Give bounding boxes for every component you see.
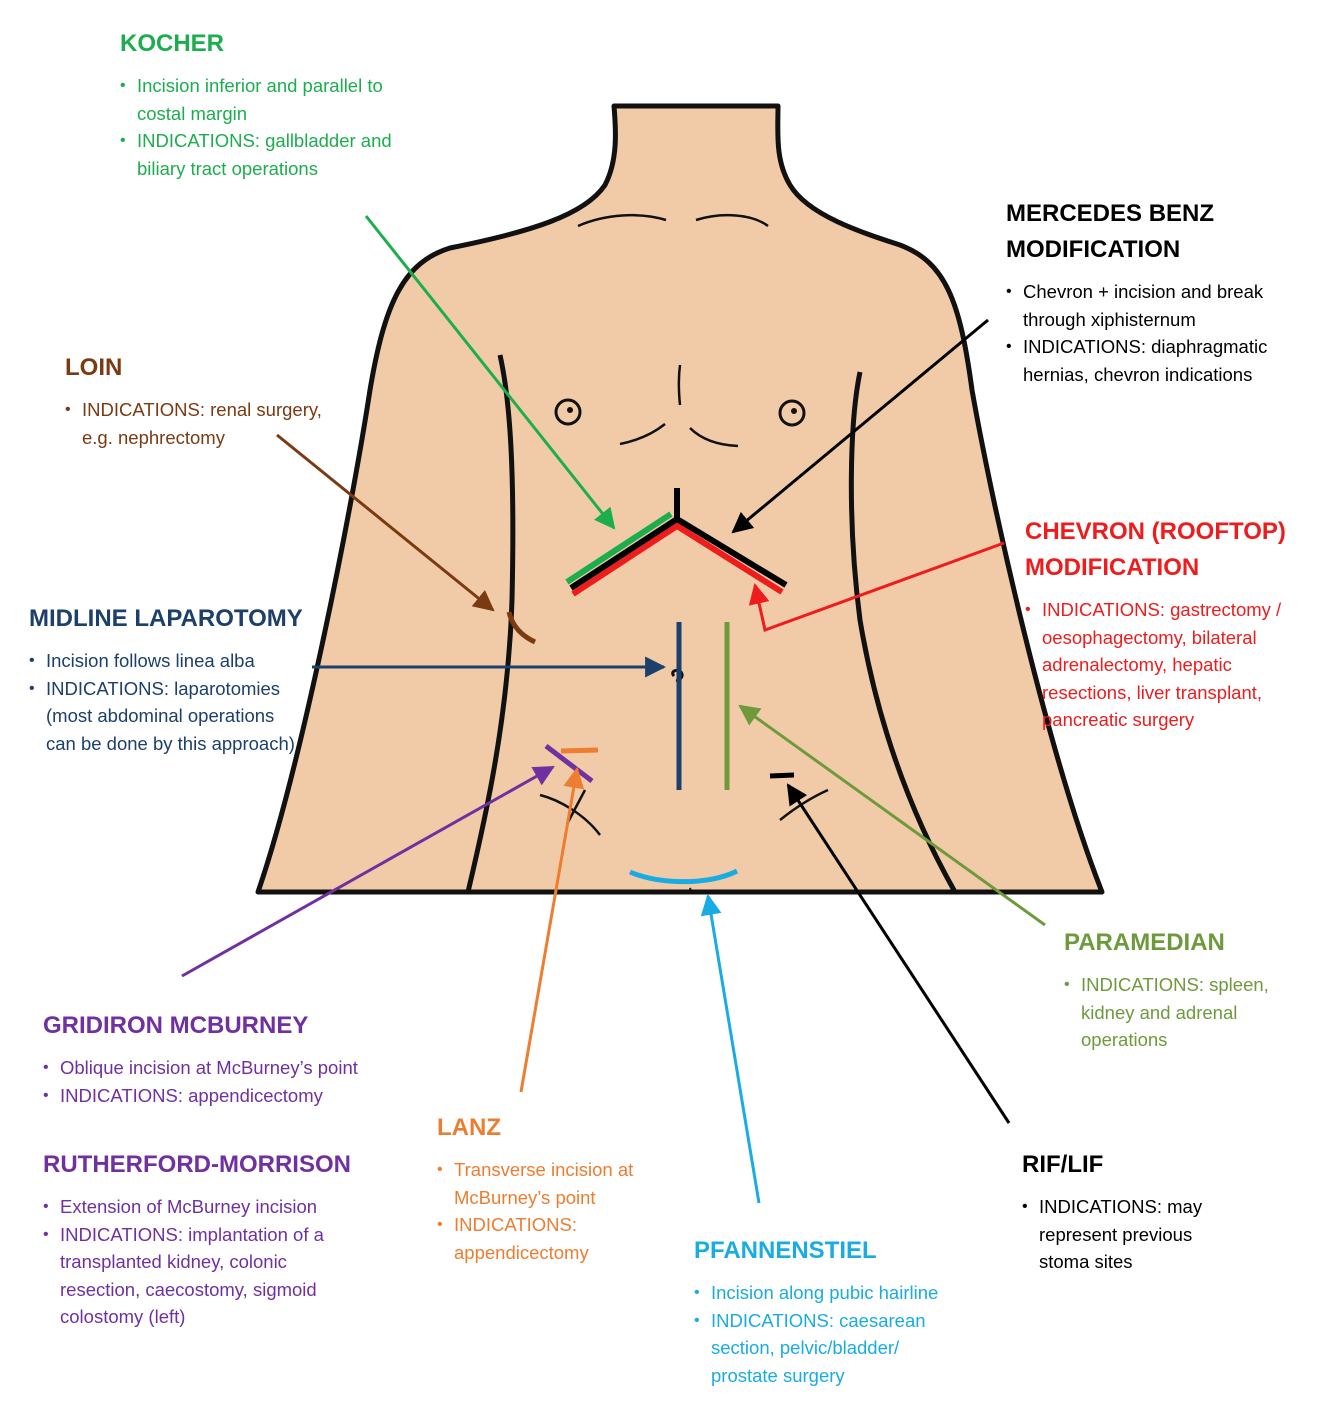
loin-title: LOIN [65, 354, 123, 381]
right-pectoral-line [689, 427, 739, 448]
kocher-bullets: Incision inferior and parallel to costal… [120, 72, 392, 182]
paramedian-title: PARAMEDIAN [1064, 929, 1225, 956]
gridiron-mcburney-bullet: INDICATIONS: appendicectomy [43, 1082, 358, 1110]
rif-lif-bullets: INDICATIONS: may represent previous stom… [1022, 1193, 1202, 1276]
rutherford-morrison-bullet: INDICATIONS: implantation of a transplan… [43, 1221, 351, 1331]
pfannenstiel-bullet: INDICATIONS: caesarean section, pelvic/b… [694, 1307, 938, 1390]
lanz-incision [560, 747, 599, 754]
pfannenstiel-bullets: Incision along pubic hairline INDICATION… [694, 1279, 938, 1389]
kocher-title: KOCHER [120, 30, 225, 57]
midline-laparotomy-bullet: INDICATIONS: laparotomies (most abdomina… [29, 675, 303, 758]
lanz-bullet: INDICATIONS: appendicectomy [437, 1211, 633, 1266]
kocher-label: KOCHER Incision inferior and parallel to… [120, 26, 392, 182]
mercedes-benz-title: MERCEDES BENZ MODIFICATION [1006, 200, 1215, 263]
mercedes-benz-label: MERCEDES BENZ MODIFICATION Chevron + inc… [1006, 196, 1267, 388]
gridiron-mcburney-bullets: Oblique incision at McBurney’s point IND… [43, 1054, 358, 1109]
rif-lif-title: RIF/LIF [1022, 1151, 1104, 1178]
mercedes-benz-incision [569, 488, 788, 591]
mercedes-benz-bullet: INDICATIONS: diaphragmatic hernias, chev… [1006, 333, 1267, 388]
paramedian-arrow [738, 704, 1046, 927]
rutherford-morrison-title: RUTHERFORD-MORRISON [43, 1151, 351, 1178]
paramedian-label: PARAMEDIAN INDICATIONS: spleen, kidney a… [1064, 925, 1269, 1054]
loin-arrow [276, 433, 495, 612]
gridiron-incision [544, 744, 594, 783]
chevron-incision [571, 522, 784, 597]
chevron-bullets: INDICATIONS: gastrectomy / oesophagectom… [1025, 596, 1286, 734]
mercedes-benz-arrow [731, 318, 989, 534]
chevron-title: CHEVRON (ROOFTOP) MODIFICATION [1025, 518, 1286, 581]
rif-lif-arrow [786, 783, 1011, 1124]
left-inguinal-cross [565, 789, 587, 825]
chevron-label: CHEVRON (ROOFTOP) MODIFICATION INDICATIO… [1025, 514, 1286, 734]
midline-laparotomy-bullets: Incision follows linea alba INDICATIONS:… [29, 647, 303, 757]
pfannenstiel-incision [629, 868, 739, 885]
left-pectoral-line [619, 423, 666, 446]
left-arm-line [465, 354, 516, 893]
left-nipple [554, 398, 582, 426]
rutherford-morrison-label: RUTHERFORD-MORRISON Extension of McBurne… [43, 1147, 351, 1331]
gridiron-arrow [181, 765, 555, 978]
midline-laparotomy-title: MIDLINE LAPAROTOMY [29, 605, 303, 632]
kocher-incision [565, 511, 673, 585]
rutherford-morrison-bullets: Extension of McBurney incision INDICATIO… [43, 1193, 351, 1331]
rutherford-morrison-bullet: Extension of McBurney incision [43, 1193, 351, 1221]
kocher-arrow [364, 215, 616, 530]
pfannenstiel-label: PFANNENSTIEL Incision along pubic hairli… [694, 1233, 938, 1389]
midline-laparotomy-label: MIDLINE LAPAROTOMY Incision follows line… [29, 601, 303, 757]
gridiron-mcburney-title: GRIDIRON MCBURNEY [43, 1012, 309, 1039]
right-arm-line [848, 371, 958, 894]
sternum-line [677, 364, 682, 406]
gridiron-mcburney-label: GRIDIRON MCBURNEY Oblique incision at Mc… [43, 1008, 358, 1109]
pfannenstiel-bullet: Incision along pubic hairline [694, 1279, 938, 1307]
pfannenstiel-title: PFANNENSTIEL [694, 1237, 877, 1264]
lanz-arrow [519, 766, 585, 1093]
mercedes-benz-bullets: Chevron + incision and break through xip… [1006, 278, 1267, 388]
paramedian-bullet: INDICATIONS: spleen, kidney and adrenal … [1064, 971, 1269, 1054]
left-clavicle [577, 213, 667, 228]
right-nipple [778, 399, 806, 427]
left-inguinal-crease [539, 793, 601, 836]
paramedian-bullets: INDICATIONS: spleen, kidney and adrenal … [1064, 971, 1269, 1054]
lanz-label: LANZ Transverse incision at McBurney’s p… [437, 1110, 633, 1266]
kocher-bullet: Incision inferior and parallel to costal… [120, 72, 392, 127]
rif-lif-bullet: INDICATIONS: may represent previous stom… [1022, 1193, 1202, 1276]
mercedes-benz-bullet: Chevron + incision and break through xip… [1006, 278, 1267, 333]
loin-bullets: INDICATIONS: renal surgery, e.g. nephrec… [65, 396, 322, 451]
gridiron-mcburney-bullet: Oblique incision at McBurney’s point [43, 1054, 358, 1082]
pubic-mark [689, 887, 693, 895]
pfannenstiel-arrow [700, 893, 761, 1204]
loin-incision [506, 611, 537, 645]
rif-lif-label: RIF/LIF INDICATIONS: may represent previ… [1022, 1147, 1202, 1276]
rif-lif-incision [769, 772, 795, 779]
loin-bullet: INDICATIONS: renal surgery, e.g. nephrec… [65, 396, 322, 451]
chevron-arrow [748, 541, 1005, 632]
chevron-bullet: INDICATIONS: gastrectomy / oesophagectom… [1025, 596, 1286, 734]
midline-laparotomy-bullet: Incision follows linea alba [29, 647, 303, 675]
lanz-bullet: Transverse incision at McBurney’s point [437, 1156, 633, 1211]
right-clavicle [695, 214, 769, 228]
kocher-bullet: INDICATIONS: gallbladder and biliary tra… [120, 127, 392, 182]
lanz-bullets: Transverse incision at McBurney’s point … [437, 1156, 633, 1266]
loin-label: LOIN INDICATIONS: renal surgery, e.g. ne… [65, 350, 322, 451]
lanz-title: LANZ [437, 1114, 501, 1141]
